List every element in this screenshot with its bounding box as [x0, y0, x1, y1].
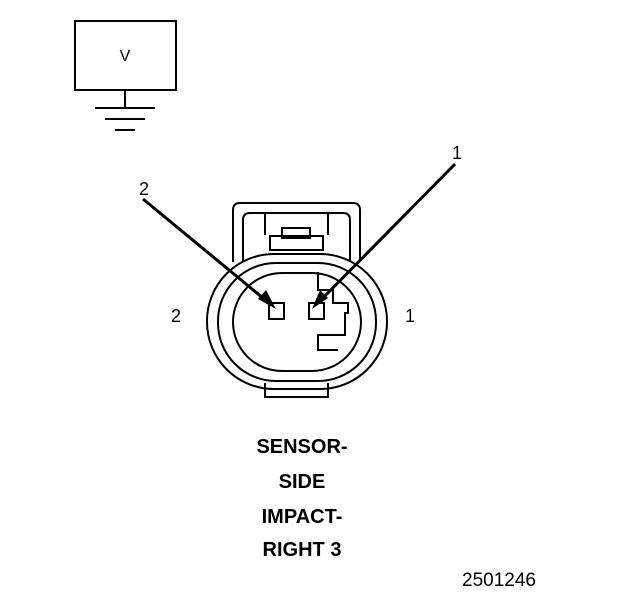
connector-face: [206, 202, 388, 398]
title-line-4: RIGHT 3: [262, 539, 342, 561]
voltmeter-label: V: [120, 48, 131, 65]
callout-arrow-2: [142, 197, 276, 309]
pin-label-right: 1: [405, 306, 415, 326]
figure-id: 2501246: [462, 570, 536, 591]
title-line-2: SIDE: [278, 471, 326, 493]
title-line-3: IMPACT-: [261, 506, 343, 528]
pin-label-left: 2: [171, 306, 181, 326]
callout-arrow-1: [312, 162, 457, 309]
voltmeter-symbol: V: [74, 20, 177, 91]
terminal-2: [268, 302, 285, 320]
ground-icon: [95, 90, 155, 131]
title-line-1: SENSOR-: [256, 436, 348, 458]
callout-label-1: 1: [452, 143, 462, 163]
callout-label-2: 2: [139, 179, 149, 199]
